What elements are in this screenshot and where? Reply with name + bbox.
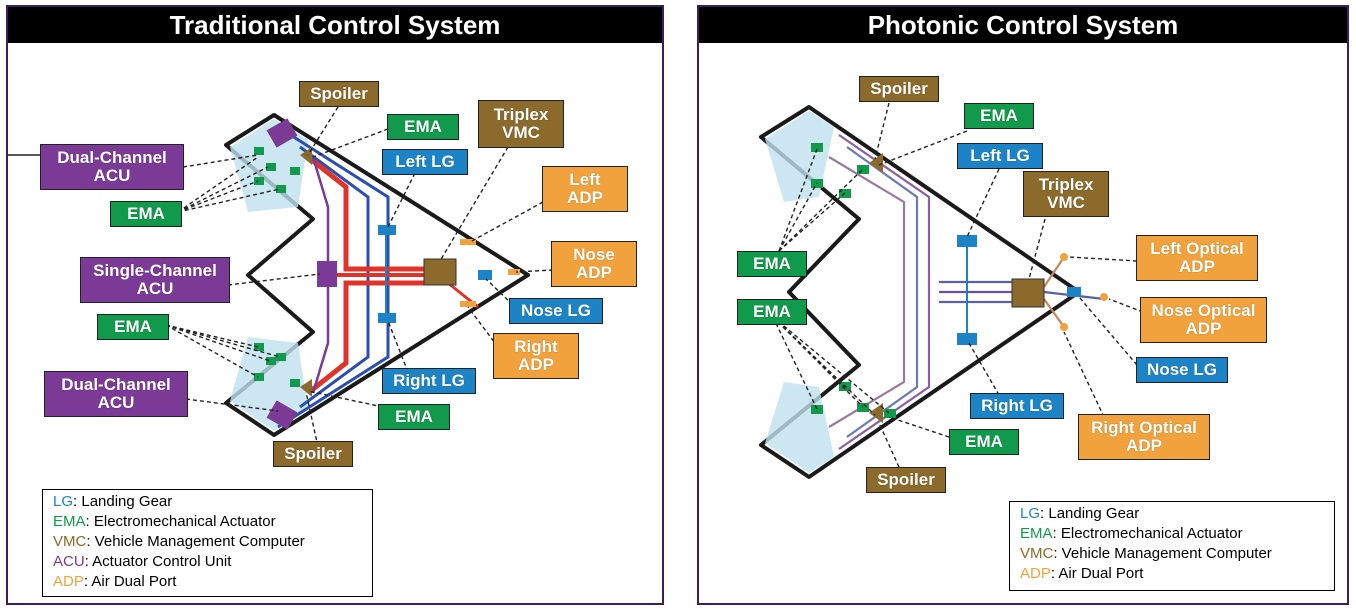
vmc-box	[1011, 278, 1045, 308]
traditional-control-panel: Traditional Control System	[6, 5, 664, 605]
label-right-adp: Right ADP	[493, 333, 579, 379]
legend-row: ACU: Actuator Control Unit	[53, 553, 232, 570]
nose-lg-marker	[478, 270, 492, 280]
lower-wingtip-area	[765, 382, 834, 473]
spoiler-bottom-marker	[300, 379, 312, 397]
label-ema-left-lower: EMA	[97, 314, 169, 340]
label-dual-channel-acu-top: Dual-Channel ACU	[40, 144, 184, 190]
label-ema-lower: EMA	[737, 299, 807, 325]
spoiler-top-marker	[869, 153, 883, 173]
legend-row: EMA: Electromechanical Actuator	[1020, 525, 1243, 542]
left-lg-marker	[957, 235, 977, 247]
label-ema-top: EMA	[964, 103, 1034, 129]
right-lg-marker	[957, 333, 977, 345]
red-wire-lower	[306, 280, 438, 395]
spoiler-bottom-marker	[869, 403, 883, 423]
legend-row: EMA: Electromechanical Actuator	[53, 513, 276, 530]
legend-row: VMC: Vehicle Management Computer	[1020, 545, 1272, 562]
right-adp-marker	[460, 301, 476, 307]
label-spoiler-top: Spoiler	[299, 81, 379, 107]
label-dual-channel-acu-bottom: Dual-Channel ACU	[44, 371, 188, 417]
acu-bottom-box	[266, 400, 298, 430]
nose-adp-marker	[508, 269, 520, 275]
label-triplex-vmc: Triplex VMC	[478, 100, 564, 148]
photonic-aircraft-diagram	[759, 102, 1144, 479]
label-left-optical-adp: Left Optical ADP	[1136, 235, 1258, 281]
label-nose-optical-adp: Nose Optical ADP	[1140, 297, 1267, 343]
spoiler-top-marker	[300, 147, 312, 165]
label-spoiler-top: Spoiler	[859, 76, 939, 102]
label-nose-lg: Nose LG	[1136, 357, 1228, 383]
label-right-lg: Right LG	[382, 368, 476, 394]
right-optical-adp-marker	[1060, 323, 1068, 331]
label-right-optical-adp: Right Optical ADP	[1078, 414, 1210, 460]
label-nose-adp: Nose ADP	[551, 241, 637, 287]
label-left-lg: Left LG	[382, 149, 468, 175]
label-ema-top: EMA	[387, 114, 459, 140]
label-left-adp: Left ADP	[542, 166, 628, 212]
left-optical-adp-marker	[1060, 253, 1068, 261]
nose-optical-adp-marker	[1100, 293, 1108, 301]
legend-row: LG: Landing Gear	[53, 493, 173, 510]
panel-title: Photonic Control System	[699, 7, 1347, 43]
label-ema-left-upper: EMA	[110, 201, 182, 227]
label-spoiler-bottom: Spoiler	[273, 441, 353, 467]
legend-photonic: LG: Landing Gear EMA: Electromechanical …	[1009, 501, 1335, 591]
left-lg-marker	[378, 225, 396, 235]
legend-row: ADP: Air Dual Port	[53, 573, 177, 590]
label-nose-lg: Nose LG	[509, 298, 603, 324]
vmc-box	[423, 258, 457, 286]
legend-row: LG: Landing Gear	[1020, 505, 1140, 522]
nose-lg-marker	[1067, 287, 1081, 297]
label-spoiler-bottom: Spoiler	[866, 467, 946, 493]
panel-title: Traditional Control System	[8, 7, 662, 43]
left-adp-marker	[460, 239, 476, 245]
label-single-channel-acu: Single-Channel ACU	[80, 257, 230, 303]
label-right-lg: Right LG	[970, 393, 1064, 419]
legend-row: ADP: Air Dual Port	[1020, 565, 1144, 582]
photonic-control-panel: Photonic Control System	[697, 5, 1349, 605]
acu-center-box	[317, 261, 337, 287]
label-triplex-vmc: Triplex VMC	[1023, 171, 1109, 217]
acu-top-box	[266, 118, 298, 148]
right-lg-marker	[378, 313, 396, 323]
label-ema-upper: EMA	[737, 251, 807, 277]
label-ema-bottom: EMA	[949, 429, 1019, 455]
legend-row: VMC: Vehicle Management Computer	[53, 533, 305, 550]
red-wire-upper	[306, 155, 438, 272]
label-ema-bottom: EMA	[378, 404, 450, 430]
legend-traditional: LG: Landing Gear EMA: Electromechanical …	[42, 489, 373, 597]
traditional-aircraft-diagram	[8, 106, 554, 448]
label-left-lg: Left LG	[957, 143, 1043, 169]
